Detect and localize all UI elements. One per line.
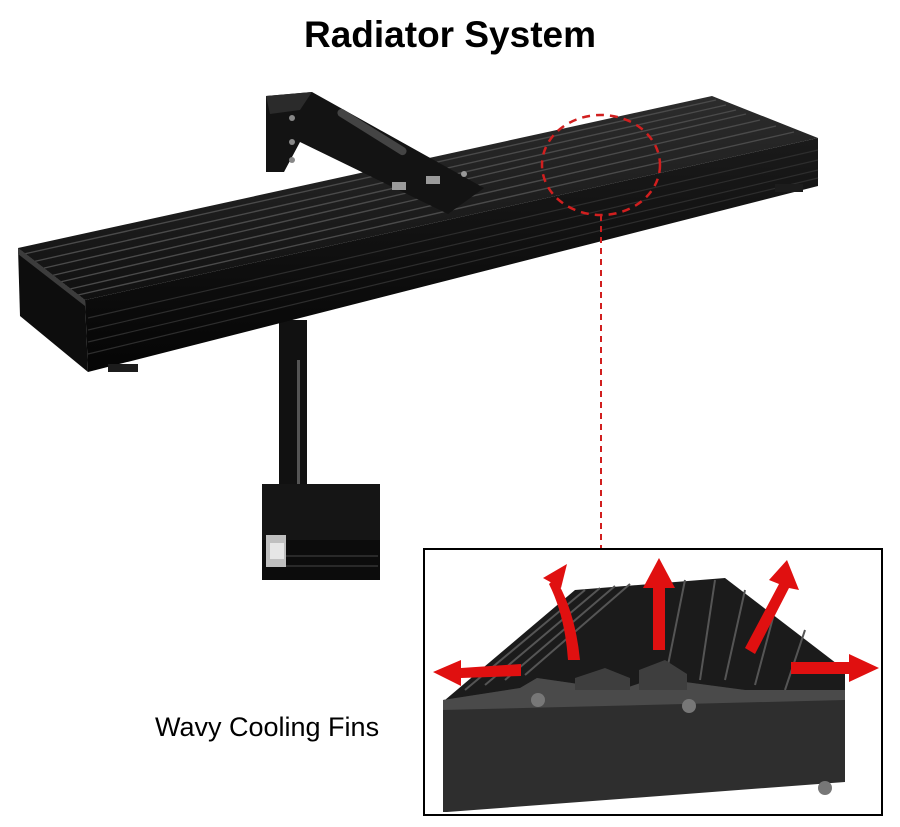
callout-marker (540, 113, 662, 548)
airflow-arrows (433, 558, 879, 686)
fins-closeup-inset (423, 548, 883, 816)
heatsink-bar (18, 96, 819, 372)
mounting-pole (262, 320, 380, 580)
fins-closeup-image (425, 550, 881, 814)
wavy-cooling-fins-label: Wavy Cooling Fins (155, 712, 380, 742)
mounting-bracket (266, 92, 484, 214)
page-title: Radiator System (304, 14, 596, 55)
